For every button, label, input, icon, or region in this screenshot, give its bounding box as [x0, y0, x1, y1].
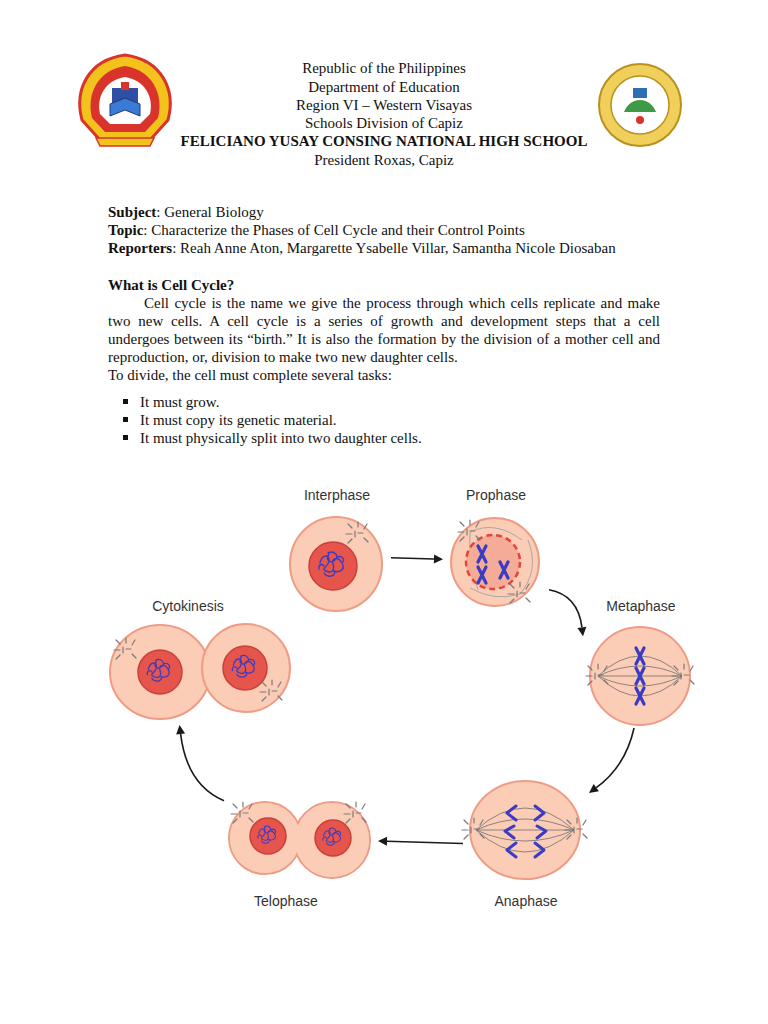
telophase-cell	[229, 802, 370, 878]
interphase-cell	[290, 517, 382, 611]
text-line: FELICIANO YUSAY CONSING NATIONAL HIGH SC…	[0, 132, 768, 150]
text-line: What is Cell Cycle?	[108, 276, 660, 294]
body-text: Region VI – Western Visayas	[296, 97, 472, 113]
text-line: Reporters: Reah Anne Aton, Margarette Ys…	[108, 239, 688, 257]
prophase-cell	[451, 518, 539, 606]
bold-text: What is Cell Cycle?	[108, 277, 234, 293]
phase-node: Interphase	[283, 486, 391, 614]
bullet-marker	[123, 417, 128, 422]
bullet-marker	[123, 435, 128, 440]
phase-node: Metaphase	[583, 597, 699, 728]
body-text: It must copy its genetic material.	[140, 412, 337, 428]
phase-node: Cytokinesis	[102, 597, 306, 725]
arrow-head	[589, 784, 599, 793]
phase-node: Anaphase	[463, 777, 589, 910]
anaphase-cell	[462, 781, 587, 879]
body-text: Republic of the Philippines	[302, 60, 466, 76]
text-line: It must grow.	[140, 393, 660, 411]
arrow-head	[577, 627, 586, 636]
phase-label: Interphase	[283, 486, 391, 504]
arrow-line	[549, 590, 582, 628]
body-text: It must grow.	[140, 394, 219, 410]
phase-label: Cytokinesis	[102, 597, 306, 615]
arrow-line	[596, 728, 634, 788]
arrow-head	[176, 725, 185, 734]
flow-arrow	[391, 554, 443, 563]
arrow-line	[387, 841, 463, 843]
text-line: It must copy its genetic material.	[140, 411, 660, 429]
text-line: Republic of the Philippines	[0, 59, 768, 77]
school-logo-right	[599, 64, 681, 146]
text-line: Department of Education	[0, 78, 768, 96]
body-text: President Roxas, Capiz	[314, 152, 454, 168]
body-text: Schools Division of Capiz	[305, 115, 463, 131]
arrow-line	[391, 558, 434, 559]
body-text: Department of Education	[308, 79, 460, 95]
phase-label: Telophase	[224, 892, 378, 910]
bold-text: Subject	[108, 204, 156, 220]
arrow-head	[378, 837, 387, 846]
cytokinesis-cells	[110, 624, 290, 719]
metaphase-cell	[586, 627, 694, 725]
bullet-marker	[123, 399, 128, 404]
text-line: Topic: Characterize the Phases of Cell C…	[108, 221, 688, 239]
flow-arrow	[549, 590, 586, 637]
text-line: President Roxas, Capiz	[0, 151, 768, 169]
phase-node: Telophase	[224, 795, 378, 910]
bold-text: Reporters	[108, 240, 172, 256]
body-text: To divide, the cell must complete severa…	[108, 367, 392, 383]
text-line: Schools Division of Capiz	[0, 114, 768, 132]
body-text: : General Biology	[156, 204, 263, 220]
school-logo-left	[80, 55, 170, 146]
arrow-line	[181, 734, 224, 801]
body-text: : Characterize the Phases of Cell Cycle …	[143, 222, 525, 238]
phase-label: Anaphase	[463, 892, 589, 910]
bold-text: Topic	[108, 222, 143, 238]
arrow-head	[434, 554, 443, 563]
body-text: Cell cycle is the name we give the proce…	[108, 295, 660, 365]
phase-node: Prophase	[443, 486, 549, 608]
flow-arrow	[589, 728, 634, 793]
text-line: Region VI – Western Visayas	[0, 96, 768, 114]
body-text: : Reah Anne Aton, Margarette Ysabelle Vi…	[172, 240, 616, 256]
flow-arrow	[176, 725, 224, 801]
text-line: Cell cycle is the name we give the proce…	[108, 294, 660, 366]
text-line: It must physically split into two daught…	[140, 429, 660, 447]
text-line: Subject: General Biology	[108, 203, 688, 221]
bold-text: FELICIANO YUSAY CONSING NATIONAL HIGH SC…	[181, 133, 588, 149]
phase-label: Metaphase	[583, 597, 699, 615]
phase-label: Prophase	[443, 486, 549, 504]
body-text: It must physically split into two daught…	[140, 430, 422, 446]
flow-arrow	[378, 837, 463, 846]
text-line: To divide, the cell must complete severa…	[108, 366, 660, 384]
